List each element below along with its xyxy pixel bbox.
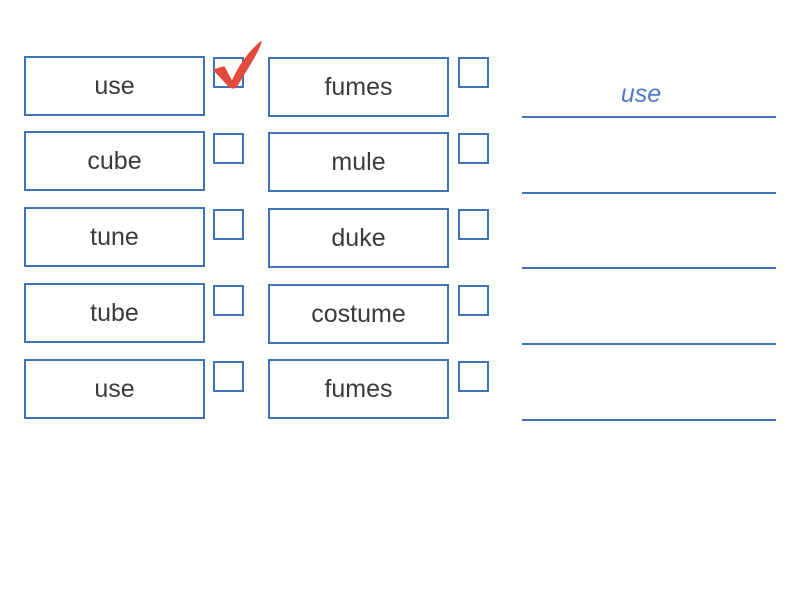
word-box-col1-row2: cube bbox=[24, 131, 205, 191]
checkbox-col1-row5[interactable] bbox=[213, 361, 244, 392]
word-box-col2-row2: mule bbox=[268, 132, 449, 192]
word-box-col2-row3: duke bbox=[268, 208, 449, 268]
word-label: use bbox=[94, 374, 135, 403]
answer-line-row4[interactable] bbox=[522, 343, 776, 345]
word-label: costume bbox=[311, 299, 406, 328]
checkbox-col2-row1[interactable] bbox=[458, 57, 489, 88]
checkbox-col1-row4[interactable] bbox=[213, 285, 244, 316]
checkbox-col1-row2[interactable] bbox=[213, 133, 244, 164]
checkbox-col2-row3[interactable] bbox=[458, 209, 489, 240]
checkmark-icon bbox=[213, 41, 262, 89]
word-box-col1-row3: tune bbox=[24, 207, 205, 267]
checkbox-col2-row2[interactable] bbox=[458, 133, 489, 164]
word-label: duke bbox=[331, 223, 386, 252]
word-label: tune bbox=[90, 222, 139, 251]
checkbox-col1-row3[interactable] bbox=[213, 209, 244, 240]
word-box-col2-row4: costume bbox=[268, 284, 449, 344]
answer-line-row1[interactable] bbox=[522, 116, 776, 118]
checkbox-col2-row5[interactable] bbox=[458, 361, 489, 392]
checkbox-col2-row4[interactable] bbox=[458, 285, 489, 316]
word-label: fumes bbox=[324, 374, 393, 403]
word-box-col1-row5: use bbox=[24, 359, 205, 419]
answer-line-row3[interactable] bbox=[522, 267, 776, 269]
word-box-col1-row4: tube bbox=[24, 283, 205, 343]
answer-line-row5[interactable] bbox=[522, 419, 776, 421]
word-label: tube bbox=[90, 298, 139, 327]
word-box-col2-row5: fumes bbox=[268, 359, 449, 419]
answer-text-row1: use bbox=[620, 80, 662, 108]
answer-line-row2[interactable] bbox=[522, 192, 776, 194]
word-box-col1-row1: use bbox=[24, 56, 205, 116]
word-label: mule bbox=[331, 147, 386, 176]
word-label: cube bbox=[87, 146, 142, 175]
word-box-col2-row1: fumes bbox=[268, 57, 449, 117]
word-label: fumes bbox=[324, 72, 393, 101]
word-label: use bbox=[94, 71, 135, 100]
